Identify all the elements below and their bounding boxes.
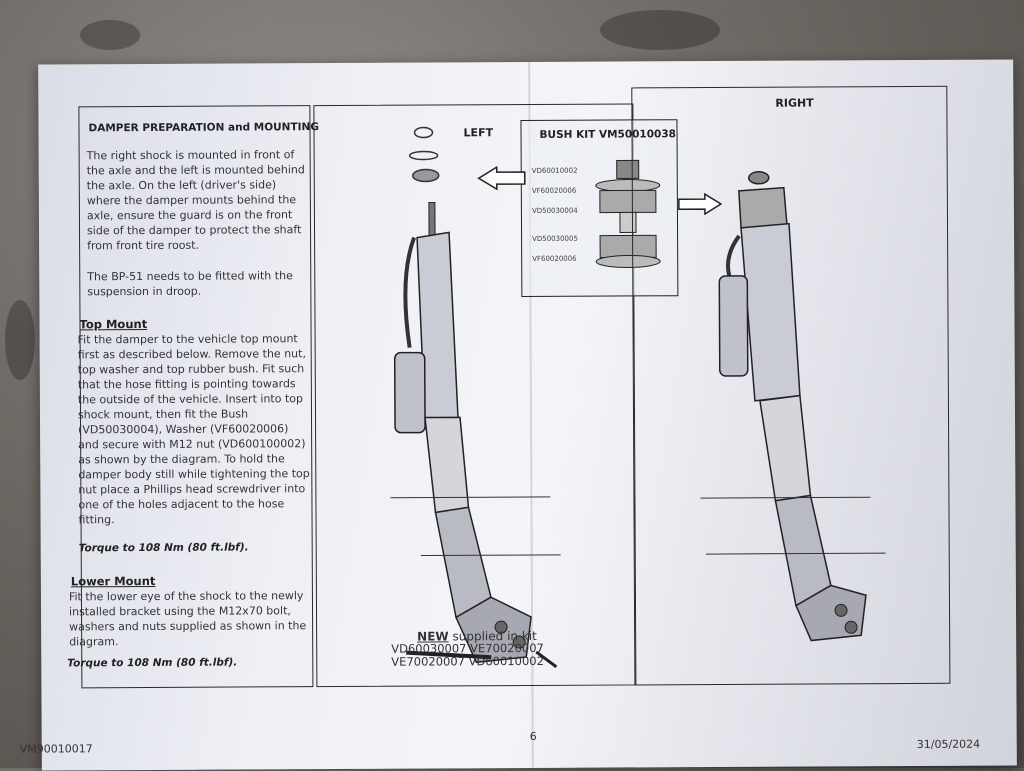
document-date: 31/05/2024 [916,737,981,751]
top-mount-body: Fit the damper to the vehicle top mount … [77,332,310,527]
lower-mount-body: Fit the lower eye of the shock to the ne… [68,589,307,649]
right-shock-diagram [718,171,867,642]
arrow-left-icon [477,166,526,191]
bush-kit-part: VF60020006 [531,186,577,195]
ground-line-1 [390,496,551,499]
kit-part: VD60010002 [468,653,544,669]
arrow-right-icon [678,192,723,216]
bush-kit-part: VF60020006 [532,254,577,263]
ground-line-2 [420,554,561,557]
page-number: 6 [529,729,537,743]
lower-mount-heading: Lower Mount [70,573,156,589]
kit-part: VE70020007 [391,654,465,669]
doc-code: VM90010017 [19,742,93,756]
lower-mount-torque: Torque to 108 Nm (80 ft.lbf). [67,656,238,670]
left-shock-diagram [393,126,558,669]
ground-line-3 [700,496,871,499]
bush-kit-part: VD50030005 [532,234,578,243]
kit-parts-list: VD60030007 VE70020007 VE70020007 VD60010… [391,641,544,669]
ground-line-4 [705,552,886,555]
droop-note: The BP-51 needs to be fitted with the su… [87,269,293,299]
intro-paragraph: The right shock is mounted in front of t… [86,148,305,253]
top-mount-torque: Torque to 108 Nm (80 ft.lbf). [78,541,249,555]
bush-kit-part-list: VD60010002 VF60020006 VD50030004 VD50030… [532,161,578,269]
bush-kit-part: VD50030004 [531,206,578,215]
instruction-sheet: DAMPER PREPARATION and MOUNTING The righ… [20,59,1017,771]
section-title: DAMPER PREPARATION and MOUNTING [88,121,319,135]
bush-kit-drawing [595,159,661,268]
top-mount-heading: Top Mount [79,316,148,332]
bush-kit-part: VD60010002 [531,166,578,175]
bush-kit-box: BUSH KIT VM50010038 VD60010002 VF6002000… [520,119,679,298]
right-label: RIGHT [775,96,814,110]
